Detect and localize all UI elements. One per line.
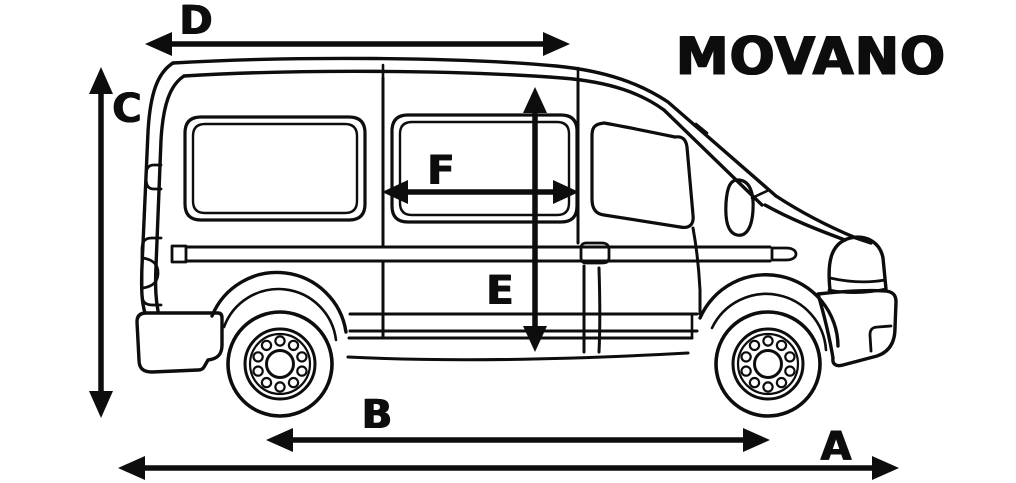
dimension-arrow-c-icon xyxy=(89,67,113,418)
dimension-arrow-f-icon xyxy=(382,180,579,204)
dimension-arrow-b-icon xyxy=(266,428,770,452)
van-body-outline xyxy=(135,56,898,374)
dimension-label-d: D xyxy=(179,0,213,44)
brand-logo: MOVANO xyxy=(675,26,947,88)
van-windows xyxy=(183,113,769,237)
dimension-label-f: F xyxy=(427,148,455,194)
rear-wheel xyxy=(210,270,348,418)
dimension-label-c: C xyxy=(112,86,142,132)
dimension-label-b: B xyxy=(361,392,393,438)
dimension-arrow-a-icon xyxy=(118,456,899,480)
dimension-arrow-e-icon xyxy=(523,87,547,352)
front-wheel xyxy=(698,273,840,418)
van-doors-and-panels xyxy=(170,76,798,362)
dimension-label-e: E xyxy=(486,268,514,314)
dimension-label-a: A xyxy=(820,424,852,470)
dimension-arrow-d-icon xyxy=(145,32,570,56)
